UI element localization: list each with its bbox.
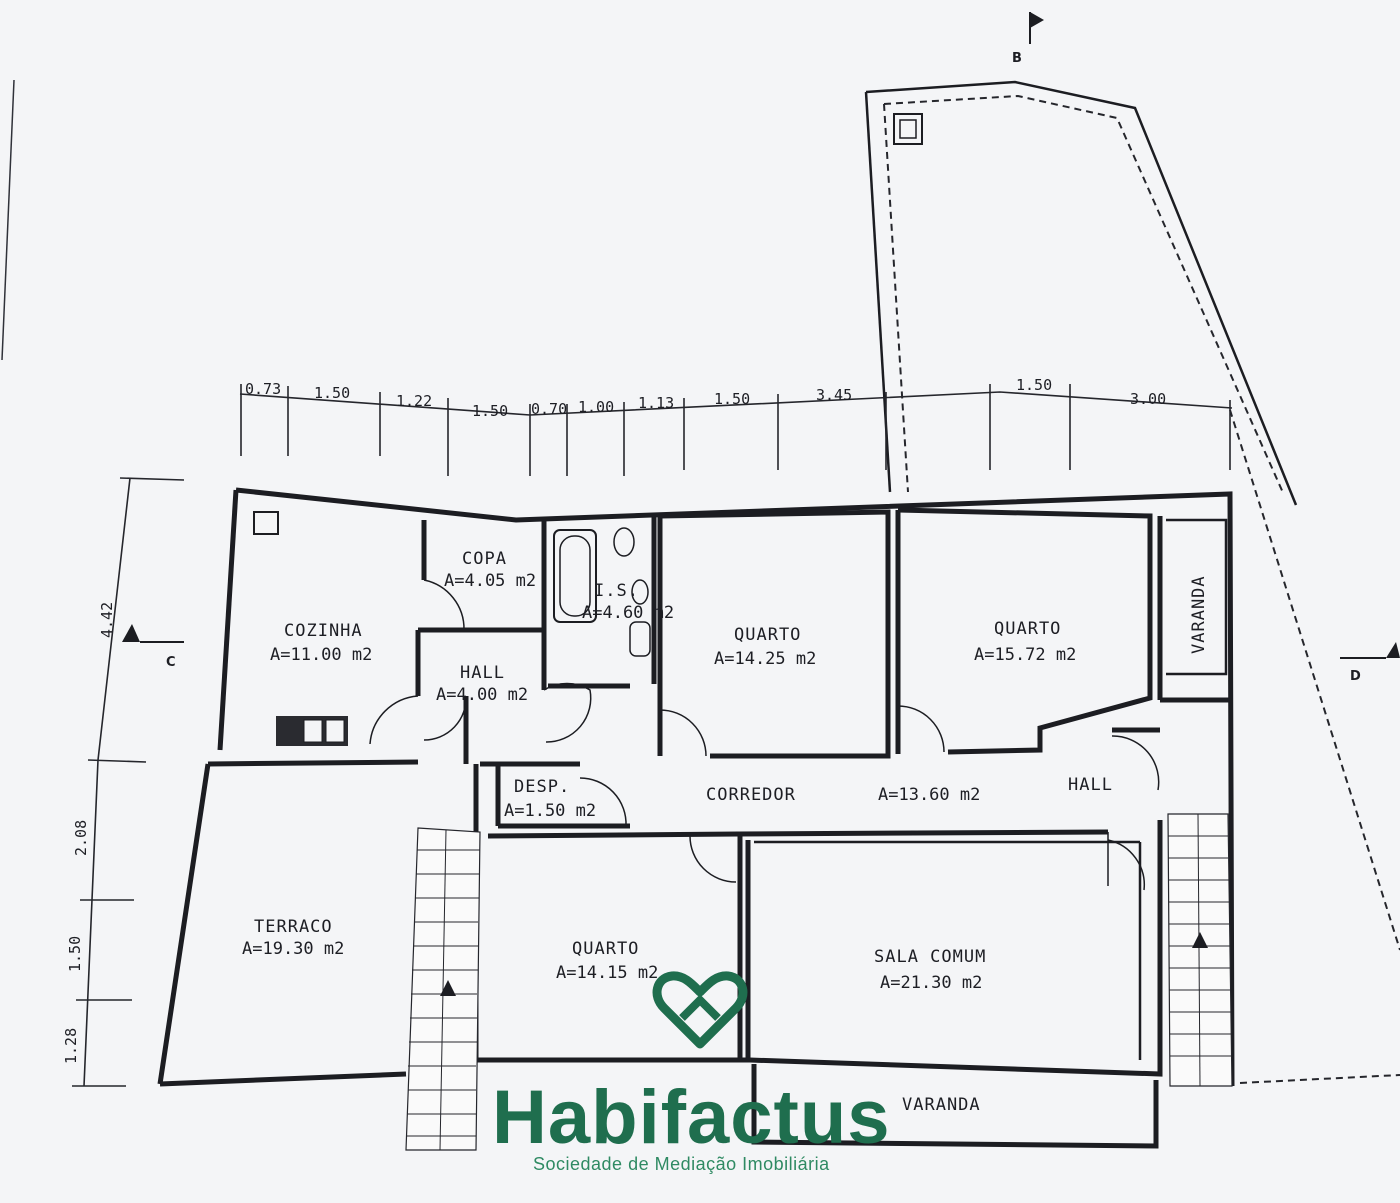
- room-name-quarto-2: QUARTO: [994, 619, 1061, 639]
- dim-top-6: 1.13: [638, 394, 674, 412]
- room-name-copa: COPA: [462, 549, 507, 569]
- stairs-left: [405, 827, 481, 1151]
- room-name-terraco: TERRACO: [254, 917, 333, 937]
- left-dimension-chain: 4.42 2.08 1.50 1.28: [62, 477, 185, 1087]
- door-swings: [369, 579, 1160, 891]
- room-area-is: A=4.60 m2: [582, 603, 674, 623]
- svg-text:C: C: [166, 655, 176, 670]
- dim-top-7: 1.50: [714, 390, 750, 408]
- plot-boundary: [864, 80, 1400, 1084]
- room-name-quarto-1: QUARTO: [734, 625, 801, 645]
- section-marker-b: B: [1012, 12, 1044, 66]
- svg-text:B: B: [1012, 51, 1022, 66]
- dim-top-3: 1.50: [472, 402, 508, 420]
- dim-top-1: 1.50: [314, 384, 350, 402]
- section-marker-c: C: [122, 624, 184, 670]
- room-name-is: I.S.: [594, 581, 639, 601]
- room-area-quarto-3: A=14.15 m2: [556, 963, 658, 983]
- room-area-terraco: A=19.30 m2: [242, 939, 344, 959]
- room-name-corredor: CORREDOR: [706, 785, 796, 805]
- dim-top-4: 0.70: [531, 400, 567, 418]
- room-area-sala: A=21.30 m2: [880, 973, 982, 993]
- room-area-hall-left: A=4.00 m2: [436, 685, 528, 705]
- brand-logo-icon: [652, 971, 748, 1049]
- stairs-right: [1167, 813, 1233, 1087]
- room-name-quarto-3: QUARTO: [572, 939, 639, 959]
- interior-walls: [415, 507, 1232, 1149]
- dim-left-3: 1.28: [62, 1028, 80, 1064]
- room-name-cozinha: COZINHA: [284, 621, 363, 641]
- room-name-varanda-bottom: VARANDA: [902, 1095, 981, 1115]
- room-name-hall-right: HALL: [1068, 775, 1113, 795]
- dim-top-8: 3.45: [816, 386, 852, 404]
- dim-top-0: 0.73: [245, 380, 281, 398]
- dim-left-2: 1.50: [66, 936, 84, 972]
- room-name-sala: SALA COMUM: [874, 947, 986, 967]
- room-name-desp: DESP.: [514, 777, 570, 797]
- brand-name: Habifactus: [492, 1075, 891, 1160]
- room-area-quarto-2: A=15.72 m2: [974, 645, 1076, 665]
- top-dimension-chain: 0.73 1.50 1.22 1.50 0.70 1.00 1.13 1.50 …: [239, 376, 1233, 476]
- fixtures: [253, 511, 651, 746]
- section-marker-d: D: [1340, 642, 1400, 684]
- brand-tagline: Sociedade de Mediação Imobiliária: [533, 1154, 830, 1174]
- room-area-desp: A=1.50 m2: [504, 801, 596, 821]
- room-area-quarto-1: A=14.25 m2: [714, 649, 816, 669]
- dim-top-10: 3.00: [1130, 390, 1166, 408]
- room-area-cozinha: A=11.00 m2: [270, 645, 372, 665]
- room-labels: COZINHA A=11.00 m2 COPA A=4.05 m2 I.S. A…: [242, 549, 1209, 1115]
- room-area-corredor: A=13.60 m2: [878, 785, 980, 805]
- room-name-varanda-top: VARANDA: [1189, 575, 1209, 654]
- dim-left-1: 2.08: [72, 820, 90, 856]
- dim-top-5: 1.00: [578, 398, 614, 416]
- room-name-hall-left: HALL: [460, 663, 505, 683]
- dim-left-0: 4.42: [98, 602, 116, 638]
- scan-edge: [1, 79, 15, 361]
- room-area-copa: A=4.05 m2: [444, 571, 536, 591]
- dim-top-2: 1.22: [396, 392, 432, 410]
- dim-top-9: 1.50: [1016, 376, 1052, 394]
- svg-text:D: D: [1350, 669, 1361, 684]
